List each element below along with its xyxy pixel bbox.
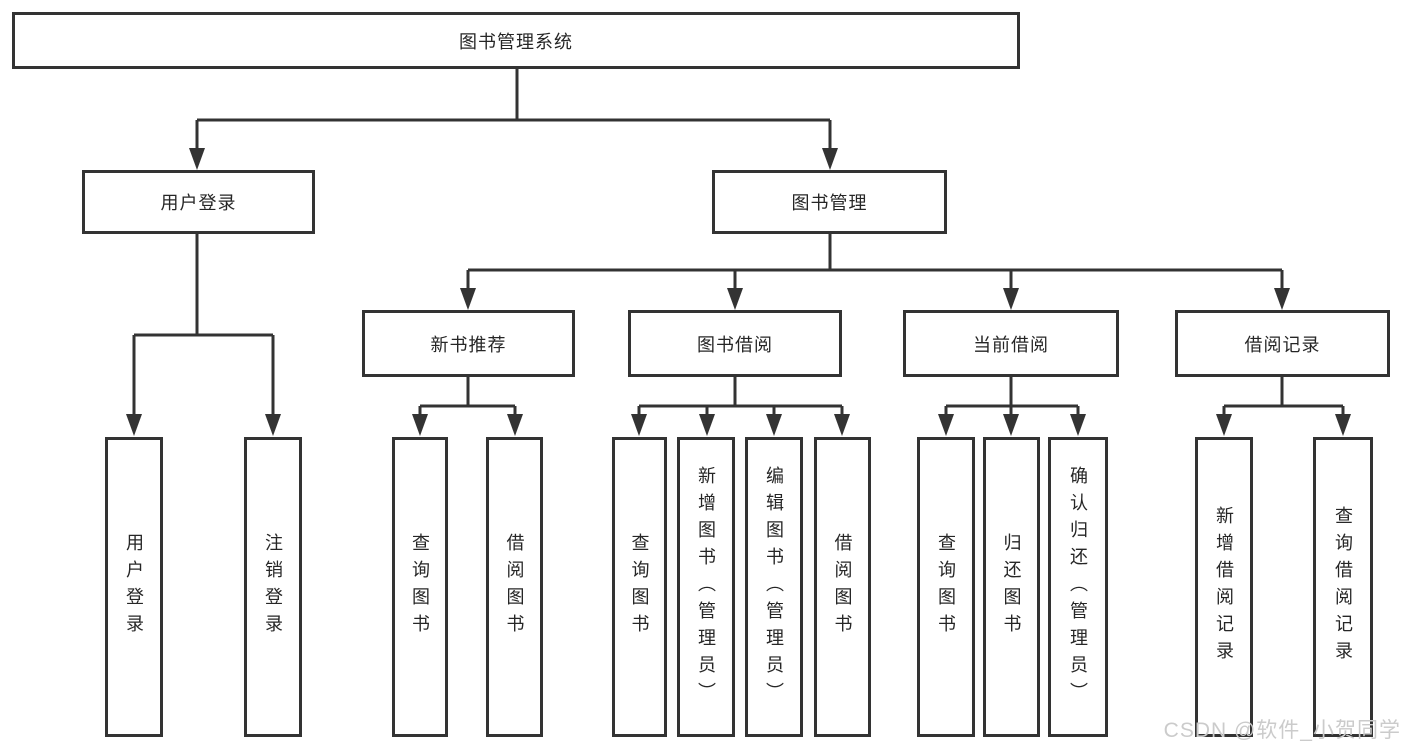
- leaf-label: 查询图书: [629, 533, 650, 641]
- branch-book-management: [466, 234, 1284, 288]
- node-library-system: 图书管理系统: [12, 12, 1020, 69]
- leaf-edit-books-admin: 编辑图书（管理员）: [745, 437, 803, 737]
- leaf-query-books: 查询图书: [392, 437, 448, 737]
- leaf-label: 新增借阅记录: [1214, 506, 1234, 668]
- leaf-label: 查询图书: [410, 533, 430, 641]
- branch-borrow-records: [1222, 377, 1345, 414]
- leaf-add-books-admin: 新增图书（管理员）: [677, 437, 735, 737]
- arrow-down-icon: [1216, 414, 1232, 436]
- connector-lines: [132, 68, 1345, 414]
- branch-new-book-recommend: [418, 377, 517, 414]
- arrow-down-icon: [699, 414, 715, 436]
- arrow-down-icon: [631, 414, 647, 436]
- leaf-label: 用户登录: [124, 533, 144, 641]
- leaf-query-books: 查询图书: [612, 437, 667, 737]
- leaf-label: 归还图书: [1001, 533, 1022, 641]
- arrow-down-icon: [507, 414, 523, 436]
- arrow-down-icon: [766, 414, 782, 436]
- leaf-add-borrow-record: 新增借阅记录: [1195, 437, 1253, 737]
- arrow-down-icon: [1003, 288, 1019, 310]
- node-new-book-recommend: 新书推荐: [362, 310, 575, 377]
- node-current-borrow: 当前借阅: [903, 310, 1119, 377]
- leaf-label: 注销登录: [263, 533, 283, 641]
- branch-user-login: [132, 234, 275, 414]
- branch-root: [195, 68, 832, 148]
- leaf-confirm-return-admin: 确认归还（管理员）: [1048, 437, 1108, 737]
- arrow-down-icon: [1003, 414, 1019, 436]
- leaf-return-books: 归还图书: [983, 437, 1040, 737]
- arrow-down-icon: [412, 414, 428, 436]
- leaf-label: 借阅图书: [504, 533, 525, 641]
- arrow-down-icon: [265, 414, 281, 436]
- arrow-down-icon: [1274, 288, 1290, 310]
- arrow-down-icon: [460, 288, 476, 310]
- arrow-down-icon: [938, 414, 954, 436]
- node-user-login: 用户登录: [82, 170, 315, 234]
- leaf-user-login: 用户登录: [105, 437, 163, 737]
- leaf-query-books: 查询图书: [917, 437, 975, 737]
- leaf-label: 查询借阅记录: [1333, 506, 1353, 668]
- arrow-down-icon: [1070, 414, 1086, 436]
- branch-book-borrow: [637, 377, 844, 414]
- node-book-borrow: 图书借阅: [628, 310, 842, 377]
- leaf-query-borrow-record: 查询借阅记录: [1313, 437, 1373, 737]
- leaf-logout-login: 注销登录: [244, 437, 302, 737]
- arrow-down-icon: [822, 148, 838, 170]
- arrow-down-icon: [834, 414, 850, 436]
- node-borrow-records: 借阅记录: [1175, 310, 1390, 377]
- arrow-down-icon: [126, 414, 142, 436]
- arrow-down-icon: [727, 288, 743, 310]
- leaf-borrow-books: 借阅图书: [486, 437, 543, 737]
- branch-current-borrow: [944, 377, 1080, 414]
- arrowheads: [126, 148, 1351, 436]
- leaf-label: 借阅图书: [832, 533, 853, 641]
- node-book-management: 图书管理: [712, 170, 947, 234]
- leaf-borrow-books: 借阅图书: [814, 437, 871, 737]
- arrow-down-icon: [1335, 414, 1351, 436]
- leaf-label: 新增图书（管理员）: [696, 465, 716, 709]
- arrow-down-icon: [189, 148, 205, 170]
- leaf-label: 确认归还（管理员）: [1068, 465, 1088, 709]
- leaf-label: 编辑图书（管理员）: [764, 465, 784, 709]
- leaf-label: 查询图书: [936, 533, 956, 641]
